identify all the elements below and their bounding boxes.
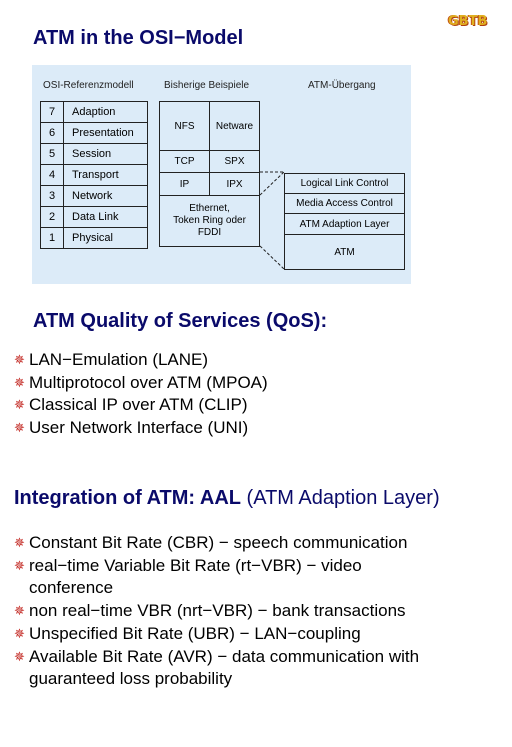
atm-stack-atm: ATM <box>284 234 405 270</box>
osi-layer-number: 6 <box>41 123 64 143</box>
list-item: ✵Classical IP over ATM (CLIP) <box>14 394 268 417</box>
star-bullet-icon: ✵ <box>14 374 25 390</box>
example-ipx: IPX <box>209 172 260 196</box>
osi-layer-number: 7 <box>41 102 64 122</box>
osi-layer-number: 1 <box>41 228 64 248</box>
osi-layer-row: 1 Physical <box>41 227 147 248</box>
star-bullet-icon: ✵ <box>14 535 25 550</box>
list-item: ✵User Network Interface (UNI) <box>14 417 268 440</box>
osi-layer-name: Adaption <box>72 106 116 118</box>
osi-layer-name: Physical <box>72 232 113 244</box>
star-bullet-icon: ✵ <box>14 557 25 573</box>
list-item: ✵Available Bit Rate (AVR) − data communi… <box>14 646 479 691</box>
list-item: ✵ LAN−Emulation (LANE) <box>14 349 268 372</box>
atm-stack-aal: ATM Adaption Layer <box>284 213 405 235</box>
osi-layer-row: 4 Transport <box>41 164 147 185</box>
osi-layer-row: 2 Data Link <box>41 206 147 227</box>
example-netware: Netware <box>209 101 260 151</box>
atm-stack-llc: Logical Link Control <box>284 173 405 194</box>
example-ethernet: Ethernet, Token Ring oder FDDI <box>159 195 260 247</box>
list-item: ✵Unspecified Bit Rate (UBR) − LAN−coupli… <box>14 623 484 646</box>
list-item-text: Classical IP over ATM (CLIP) <box>29 395 248 415</box>
example-ip: IP <box>159 172 210 196</box>
list-item: ✵non real−time VBR (nrt−VBR) − bank tran… <box>14 600 484 623</box>
star-bullet-icon: ✵ <box>14 352 25 367</box>
list-item-text: Multiprotocol over ATM (MPOA) <box>29 372 268 392</box>
star-bullet-icon: ✵ <box>14 603 25 619</box>
list-item-text: real−time Variable Bit Rate (rt−VBR) − v… <box>29 555 362 598</box>
osi-layer-row: 5 Session <box>41 143 147 164</box>
star-bullet-icon: ✵ <box>14 397 25 413</box>
section-title-qos: ATM Quality of Services (QoS): <box>33 310 328 332</box>
osi-layer-name: Session <box>72 148 112 160</box>
aal-title-normal: (ATM Adaption Layer) <box>241 487 440 509</box>
star-bullet-icon: ✵ <box>14 420 25 436</box>
qos-list: ✵LAN−Emulation (LANE) ✵Multiprotocol ove… <box>14 349 268 440</box>
aal-list: ✵Constant Bit Rate (CBR) − speech commun… <box>14 532 484 691</box>
osi-layer-name: Presentation <box>72 127 134 139</box>
list-item-text: Available Bit Rate (AVR) − data communic… <box>29 646 420 689</box>
list-item-text: User Network Interface (UNI) <box>29 418 249 438</box>
osi-layer-name: Data Link <box>72 211 119 223</box>
osi-layer-number: 2 <box>41 207 64 227</box>
osi-layer-row: 3 Network <box>41 185 147 206</box>
list-item: ✵Multiprotocol over ATM (MPOA) <box>14 372 268 395</box>
column-heading-examples: Bisherige Beispiele <box>164 80 250 91</box>
star-bullet-icon: ✵ <box>14 625 25 641</box>
section-title-osi: ATM in the OSI−Model <box>33 27 244 49</box>
osi-layer-name: Network <box>72 190 113 202</box>
list-item-text: Unspecified Bit Rate (UBR) − LAN−couplin… <box>29 623 361 643</box>
list-item-text: non real−time VBR (nrt−VBR) − bank trans… <box>29 601 406 621</box>
column-heading-osi: OSI-Referenzmodell <box>43 80 134 91</box>
company-logo: GBTB <box>448 14 488 29</box>
osi-layer-name: Transport <box>72 169 119 181</box>
example-tcp: TCP <box>159 150 210 173</box>
section-title-aal: Integration of ATM: AAL (ATM Adaption La… <box>14 487 440 510</box>
osi-layer-table: 7 Adaption 6 Presentation 5 Session 4 Transp… <box>40 101 148 249</box>
example-spx: SPX <box>209 150 260 173</box>
list-item: ✵real−time Variable Bit Rate (rt−VBR) − … <box>14 555 419 600</box>
osi-layer-number: 4 <box>41 165 64 185</box>
column-heading-atm: ATM-Übergang <box>308 80 376 91</box>
osi-layer-number: 3 <box>41 186 64 206</box>
osi-layer-number: 5 <box>41 144 64 164</box>
example-nfs: NFS <box>159 101 210 151</box>
star-bullet-icon: ✵ <box>14 648 25 664</box>
atm-stack-mac: Media Access Control <box>284 193 405 214</box>
list-item-text: LAN−Emulation (LANE) <box>29 350 209 369</box>
list-item: ✵ Constant Bit Rate (CBR) − speech commun… <box>14 532 484 555</box>
list-item-text: Constant Bit Rate (CBR) − speech communi… <box>29 533 408 552</box>
osi-layer-row: 7 Adaption <box>41 102 147 122</box>
aal-title-bold: Integration of ATM: AAL <box>14 487 241 509</box>
osi-layer-row: 6 Presentation <box>41 122 147 143</box>
